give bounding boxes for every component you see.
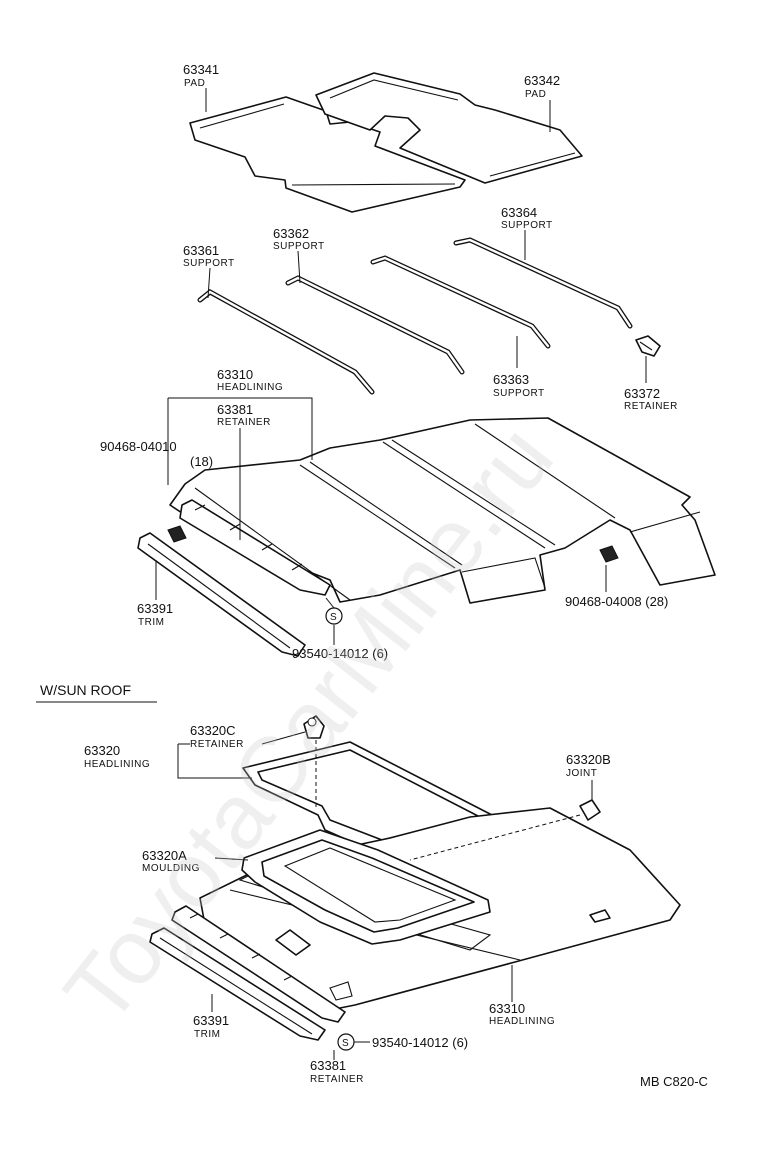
part-number-63341: 63341 bbox=[183, 62, 219, 77]
retainer-63372[interactable] bbox=[635, 335, 661, 357]
part-name-63391-bottom: TRIM bbox=[194, 1029, 220, 1040]
screw-symbol-bottom: S bbox=[337, 1033, 355, 1051]
pad-63341[interactable] bbox=[189, 96, 466, 213]
part-number-63342: 63342 bbox=[524, 73, 560, 88]
support-63364[interactable] bbox=[453, 237, 633, 329]
part-name-63320b: JOINT bbox=[566, 768, 597, 779]
part-name-63372: RETAINER bbox=[624, 401, 678, 412]
part-name-63361: SUPPORT bbox=[183, 258, 235, 269]
part-number-93540-14012-top: 93540-14012 (6) bbox=[292, 646, 388, 661]
part-name-63320: HEADLINING bbox=[84, 759, 150, 770]
part-name-63381-top: RETAINER bbox=[217, 417, 271, 428]
part-number-63310-top: 63310 bbox=[217, 367, 253, 382]
moulding-63320a[interactable] bbox=[241, 829, 491, 945]
trim-63391-top[interactable] bbox=[137, 532, 306, 657]
part-number-63320c: 63320C bbox=[190, 723, 236, 738]
part-number-63391-bottom: 63391 bbox=[193, 1013, 229, 1028]
headlining-63310-top[interactable] bbox=[169, 417, 716, 604]
part-name-63381-bottom: RETAINER bbox=[310, 1074, 364, 1085]
trim-63391-bottom[interactable] bbox=[149, 927, 326, 1041]
part-number-63381-bottom: 63381 bbox=[310, 1058, 346, 1073]
support-63361[interactable] bbox=[197, 289, 375, 395]
part-name-63320a: MOULDING bbox=[142, 863, 200, 874]
part-number-90468-04008: 90468-04008 (28) bbox=[565, 594, 668, 609]
part-name-63363: SUPPORT bbox=[493, 388, 545, 399]
clip-90468-04010[interactable] bbox=[167, 525, 187, 543]
part-number-63320b: 63320B bbox=[566, 752, 611, 767]
part-number-63363: 63363 bbox=[493, 372, 529, 387]
retainer-63320c[interactable] bbox=[303, 715, 325, 739]
part-number-63362: 63362 bbox=[273, 226, 309, 241]
pad-63342[interactable] bbox=[315, 72, 583, 184]
part-number-63391-top: 63391 bbox=[137, 601, 173, 616]
part-name-63364: SUPPORT bbox=[501, 220, 553, 231]
svg-text:S: S bbox=[330, 612, 337, 623]
part-number-63361: 63361 bbox=[183, 243, 219, 258]
part-number-63372: 63372 bbox=[624, 386, 660, 401]
support-63363[interactable] bbox=[370, 255, 551, 349]
clip-90468-04008[interactable] bbox=[599, 545, 619, 563]
part-name-63391-top: TRIM bbox=[138, 617, 164, 628]
svg-text:S: S bbox=[342, 1038, 349, 1049]
part-number-63381-top: 63381 bbox=[217, 402, 253, 417]
part-name-63310-top: HEADLINING bbox=[217, 382, 283, 393]
part-number-63320: 63320 bbox=[84, 743, 120, 758]
retainer-63381-top[interactable] bbox=[179, 499, 331, 596]
drawing-code: MB C820-C bbox=[640, 1074, 708, 1089]
part-number-63320a: 63320A bbox=[142, 848, 187, 863]
part-name-63310-bottom: HEADLINING bbox=[489, 1016, 555, 1027]
joint-63320b[interactable] bbox=[579, 799, 601, 821]
part-number-90468-04010: 90468-04010 bbox=[100, 439, 177, 454]
part-name-63342: PAD bbox=[525, 89, 546, 100]
part-name-63320c: RETAINER bbox=[190, 739, 244, 750]
part-name-63362: SUPPORT bbox=[273, 241, 325, 252]
part-qty-90468-04010: (18) bbox=[190, 454, 213, 469]
retainer-63381-bottom[interactable] bbox=[171, 905, 346, 1023]
part-number-63310-bottom: 63310 bbox=[489, 1001, 525, 1016]
support-63362[interactable] bbox=[285, 275, 465, 375]
section-label-sun-roof: W/SUN ROOF bbox=[40, 682, 131, 698]
part-number-63364: 63364 bbox=[501, 205, 537, 220]
part-name-63341: PAD bbox=[184, 78, 205, 89]
part-number-93540-14012-bottom: 93540-14012 (6) bbox=[372, 1035, 468, 1050]
